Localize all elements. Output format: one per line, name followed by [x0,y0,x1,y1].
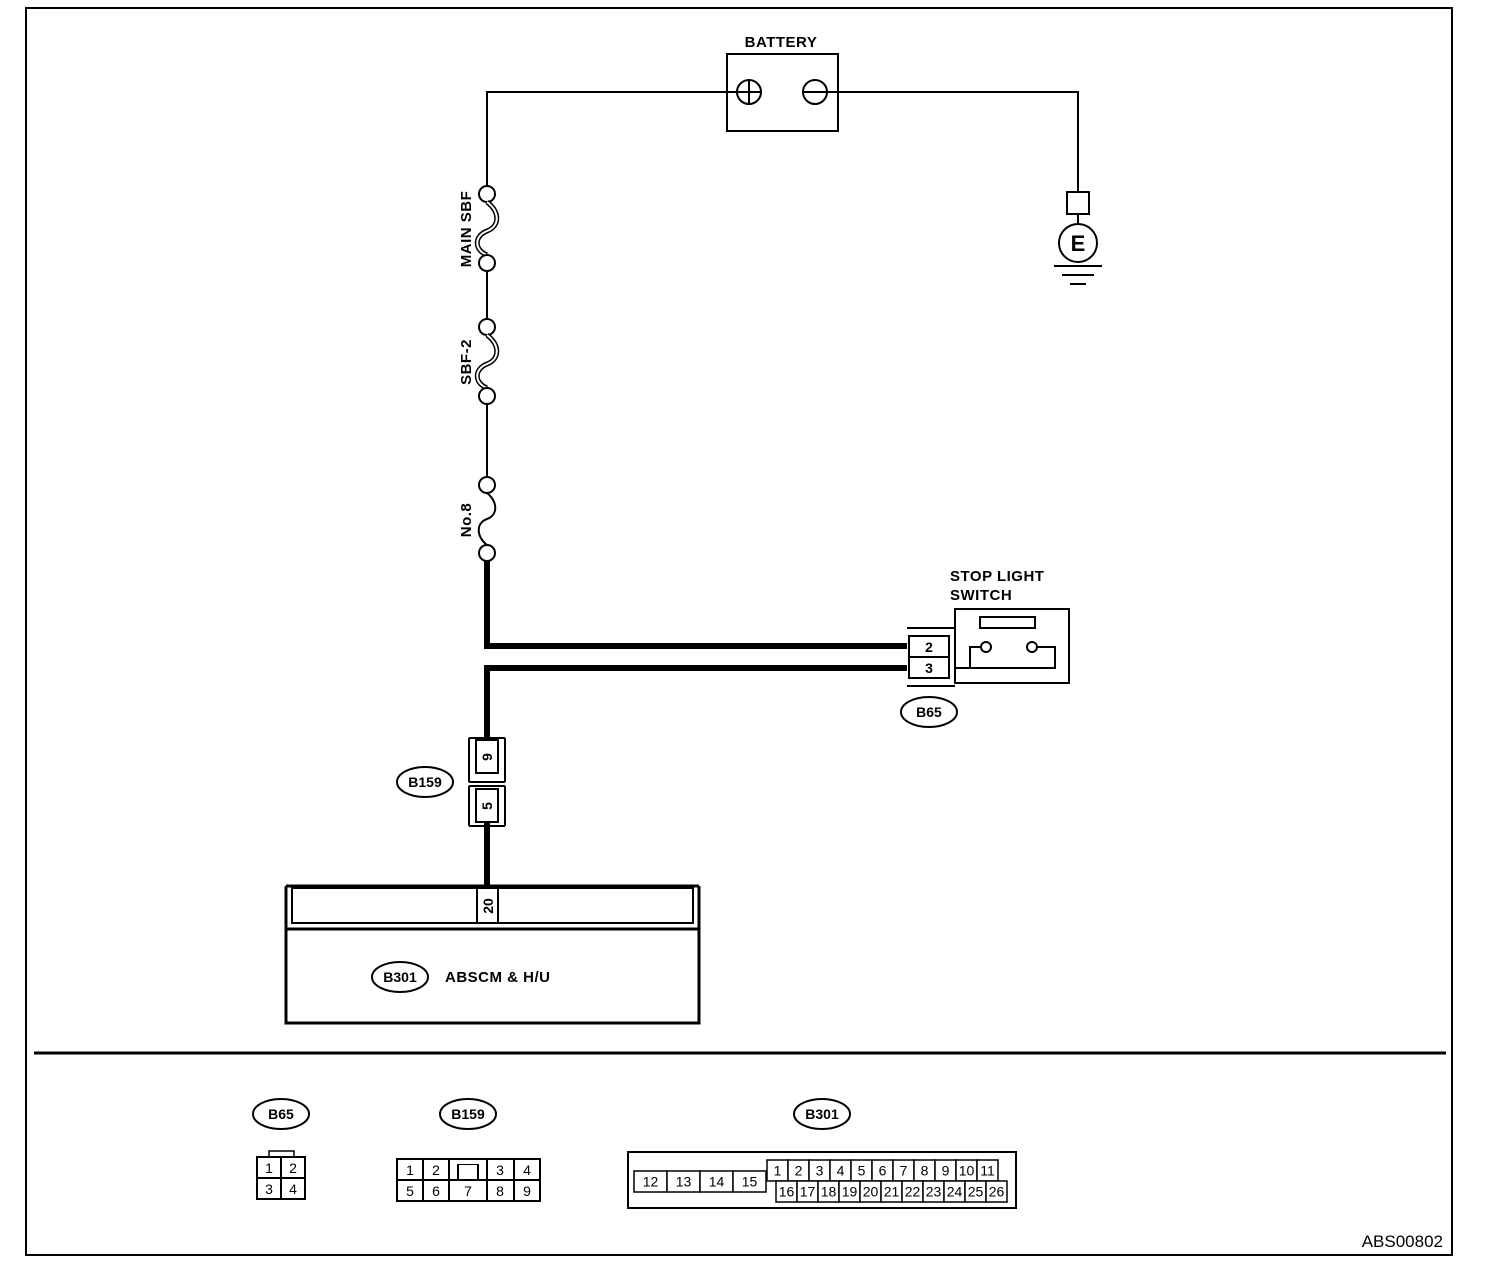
wire-switch-to-b159 [484,665,907,738]
legend-b301-cell: 19 [842,1184,858,1200]
legend-b301-cell: 26 [989,1184,1005,1200]
wire-no8-to-switch [484,561,907,649]
legend-b159-key [457,1163,479,1181]
legend-b301-cell: 6 [879,1163,887,1179]
legend-b65-cell: 2 [289,1160,297,1176]
outer-frame [25,7,1453,1256]
fuse-no8: No.8 [458,476,497,562]
legend-b301-cell: 17 [800,1184,816,1200]
legend-b159-cell: 7 [464,1183,472,1199]
legend-b159: B159 1 2 3 4 5 6 7 8 9 [396,1098,541,1202]
legend-b159-cell: 3 [496,1162,504,1178]
b65-pin-3: 3 [925,660,933,676]
stop-light-label-1: STOP LIGHT [950,568,1044,585]
legend-b301-cell: 21 [884,1184,900,1200]
legend-b301-cell: 22 [905,1184,921,1200]
legend-b301-cell: 25 [968,1184,984,1200]
legend-b301-cell: 9 [942,1163,950,1179]
legend-b301-cell-box [732,1170,767,1193]
legend-b159-cell: 4 [523,1162,531,1178]
legend-b159-cell: 2 [432,1162,440,1178]
legend-b301-cell: 5 [858,1163,866,1179]
legend-b159-cell: 6 [432,1183,440,1199]
b159-connector: 9 5 [468,737,506,827]
legend-b301-cell: 7 [900,1163,908,1179]
legend-b159-cell: 9 [523,1183,531,1199]
figure-code: ABS00802 [1362,1232,1443,1251]
legend-b65-label: B65 [268,1106,294,1122]
fuse-sbf2: SBF-2 [458,318,500,405]
legend-b301-cell: 8 [921,1163,929,1179]
stop-light-label-2: SWITCH [950,587,1012,604]
no8-label: No.8 [458,503,475,538]
legend-b301-cell: 3 [816,1163,824,1179]
battery-positive-icon [736,79,762,105]
b301-oval-label: B301 [383,969,417,985]
wire-battery-positive [486,91,737,185]
legend-b159-label: B159 [451,1106,485,1122]
abscm-module: 20 B301 ABSCM & H/U [284,884,701,1025]
fuse-main-sbf: MAIN SBF [458,185,500,272]
battery-label: BATTERY [745,34,818,51]
legend-b159-cell: 1 [406,1162,414,1178]
sbf2-label: SBF-2 [458,339,475,385]
battery: BATTERY [726,34,839,132]
legend-b65-cell: 4 [289,1181,297,1197]
switch-plunger [979,616,1036,629]
legend-b301-cell: 18 [821,1184,837,1200]
legend-b301-cell: 14 [709,1174,725,1190]
legend-b301-cell: 10 [959,1163,975,1179]
b159-pin-5: 5 [479,802,495,810]
b159-pin-9: 9 [479,753,495,761]
main-sbf-label: MAIN SBF [458,191,475,268]
legend-b301-cell: 24 [947,1184,963,1200]
b65-pin-2: 2 [925,639,933,655]
legend-b301-cell: 4 [837,1163,845,1179]
legend-b159-cell: 5 [406,1183,414,1199]
b65-oval-label: B65 [916,704,942,720]
legend-b301-cell: 16 [779,1184,795,1200]
legend-b65-cell: 3 [265,1181,273,1197]
legend-b301-cell: 23 [926,1184,942,1200]
legend-b301-cell: 1 [774,1163,782,1179]
b301-pin-20: 20 [480,898,496,914]
legend-b301-cell: 15 [742,1174,758,1190]
legend-b301-cell: 11 [980,1163,995,1179]
legend-b301-cell: 13 [676,1174,692,1190]
legend-b65-cell: 1 [265,1160,273,1176]
legend-b65: B65 1 2 3 4 [252,1098,310,1200]
b65-oval: B65 [900,696,958,728]
legend-b159-cell: 8 [496,1183,504,1199]
b159-oval-label: B159 [408,774,442,790]
wire-battery-negative [827,91,1079,192]
legend-b301-cell: 12 [643,1174,659,1190]
ground-e: E [1054,191,1102,285]
stop-light-switch: STOP LIGHT SWITCH 2 3 [907,568,1070,687]
legend-b301-cell: 2 [795,1163,803,1179]
legend-b301-cell-box [985,1180,1008,1203]
abscm-label: ABSCM & H/U [445,969,551,986]
legend-b301-label: B301 [805,1106,839,1122]
ground-label: E [1071,231,1086,256]
b159-oval: B159 [396,766,454,798]
legend-b301-cell: 20 [863,1184,879,1200]
